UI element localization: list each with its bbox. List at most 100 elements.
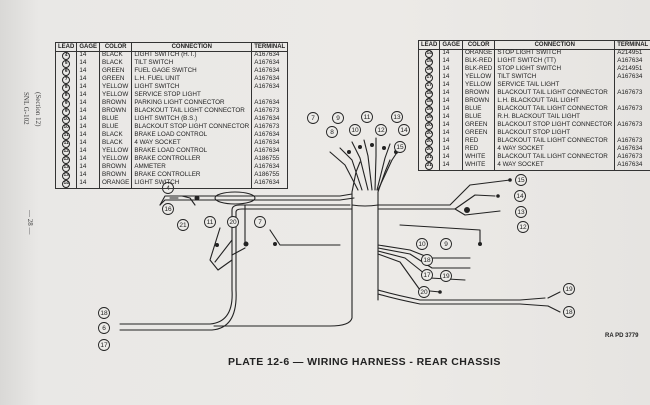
- color-cell: GREEN: [462, 121, 496, 130]
- terminal-cell: A167634: [614, 73, 650, 82]
- gage-cell: 14: [76, 179, 101, 189]
- callout-label: 14: [400, 127, 408, 134]
- upper-trunk-wire: [159, 193, 353, 206]
- callout-label: 10: [351, 127, 359, 134]
- plate-caption: PLATE 12-6 — WIRING HARNESS - REAR CHASS…: [228, 356, 501, 368]
- lead-cell: 11: [54, 131, 78, 140]
- callout-circle: [204, 216, 216, 228]
- callout-circle: [398, 124, 410, 136]
- upper-trunk-wire-2: [159, 197, 355, 206]
- callout-circle: [514, 190, 526, 202]
- lead-cell: 5: [54, 59, 78, 68]
- lead-cell: 10: [54, 123, 78, 132]
- terminal-cell: A167634: [251, 147, 289, 156]
- callout-label: 10: [418, 241, 426, 248]
- callout-circle: [440, 270, 452, 282]
- callout-circle: [361, 111, 373, 123]
- color-cell: YELLOW: [462, 81, 496, 90]
- fan-lead-a: [351, 161, 361, 193]
- header-terminal: TERMINAL: [614, 40, 650, 50]
- lead-cell: 20: [417, 137, 441, 146]
- color-cell: BLUE: [99, 115, 133, 124]
- lead-cell: 12: [54, 155, 78, 164]
- terminal-cell: A186755: [251, 171, 289, 180]
- terminal-cell: A167673: [251, 107, 289, 116]
- bundle-wrap: [351, 204, 379, 207]
- branch-7: [269, 229, 341, 246]
- lead-number-circle: 6: [62, 67, 71, 76]
- callout-circle: [440, 238, 452, 250]
- callout-circle: [515, 174, 527, 186]
- callout-label: 13: [517, 209, 525, 216]
- callout-label: 19: [442, 273, 450, 280]
- callout-label: 19: [565, 286, 573, 293]
- branch-12: [399, 224, 481, 245]
- mid-trunk-wire: [231, 204, 351, 291]
- lead-number-circle: 8: [62, 83, 71, 92]
- color-cell: BROWN: [99, 163, 133, 172]
- lead-number-circle: 9: [62, 99, 71, 108]
- lead-cell: 8: [54, 91, 78, 100]
- lead-cell: 21: [417, 161, 441, 171]
- header-terminal: TERMINAL: [251, 42, 289, 52]
- color-cell: BLACK: [99, 59, 133, 68]
- lead-cell: 16: [417, 65, 441, 74]
- lead-cell: 18: [417, 89, 441, 98]
- lead-cell: 20: [417, 145, 441, 154]
- lead-number-circle: 19: [425, 113, 434, 122]
- lead-number-circle: 10: [62, 123, 71, 132]
- lead-cell: 21: [417, 153, 441, 162]
- callout-label: 8: [330, 129, 334, 136]
- callout-label: 13: [393, 114, 401, 121]
- callout-label: 9: [444, 241, 448, 248]
- color-cell: BLUE: [462, 113, 496, 122]
- header-lead: LEAD: [54, 42, 78, 52]
- callout-label: 18: [100, 310, 108, 317]
- color-cell: GREEN: [462, 129, 496, 138]
- callout-circle: [418, 286, 430, 298]
- terminal-cell: A167634: [251, 99, 289, 108]
- terminal-cell: A167634: [251, 139, 289, 148]
- lead-number-circle: 12: [62, 155, 71, 164]
- lead-number-circle: 13: [62, 171, 71, 180]
- branch-15: [377, 179, 511, 206]
- callout-circle: [563, 283, 575, 295]
- color-cell: WHITE: [462, 153, 496, 162]
- terminal-cell: A167673: [614, 121, 650, 130]
- lead-number-circle: 20: [425, 121, 434, 130]
- lead-number-circle: 14: [425, 49, 434, 58]
- callout-label: 6: [102, 325, 106, 332]
- callout-circle: [98, 339, 110, 351]
- page-number: — 28 —: [26, 210, 34, 235]
- terminal-cell: [251, 91, 289, 100]
- terminal-cell: A167673: [251, 123, 289, 132]
- callout-label: 11: [364, 114, 371, 121]
- lead-number-circle: 19: [425, 105, 434, 114]
- color-cell: YELLOW: [99, 147, 133, 156]
- lead-cell: 11: [54, 139, 78, 148]
- color-cell: BLACK: [99, 139, 133, 148]
- lead-cell: 7: [54, 75, 78, 84]
- header-connection: CONNECTION: [131, 42, 253, 52]
- color-cell: RED: [462, 145, 496, 154]
- callout-label: 7: [311, 115, 315, 122]
